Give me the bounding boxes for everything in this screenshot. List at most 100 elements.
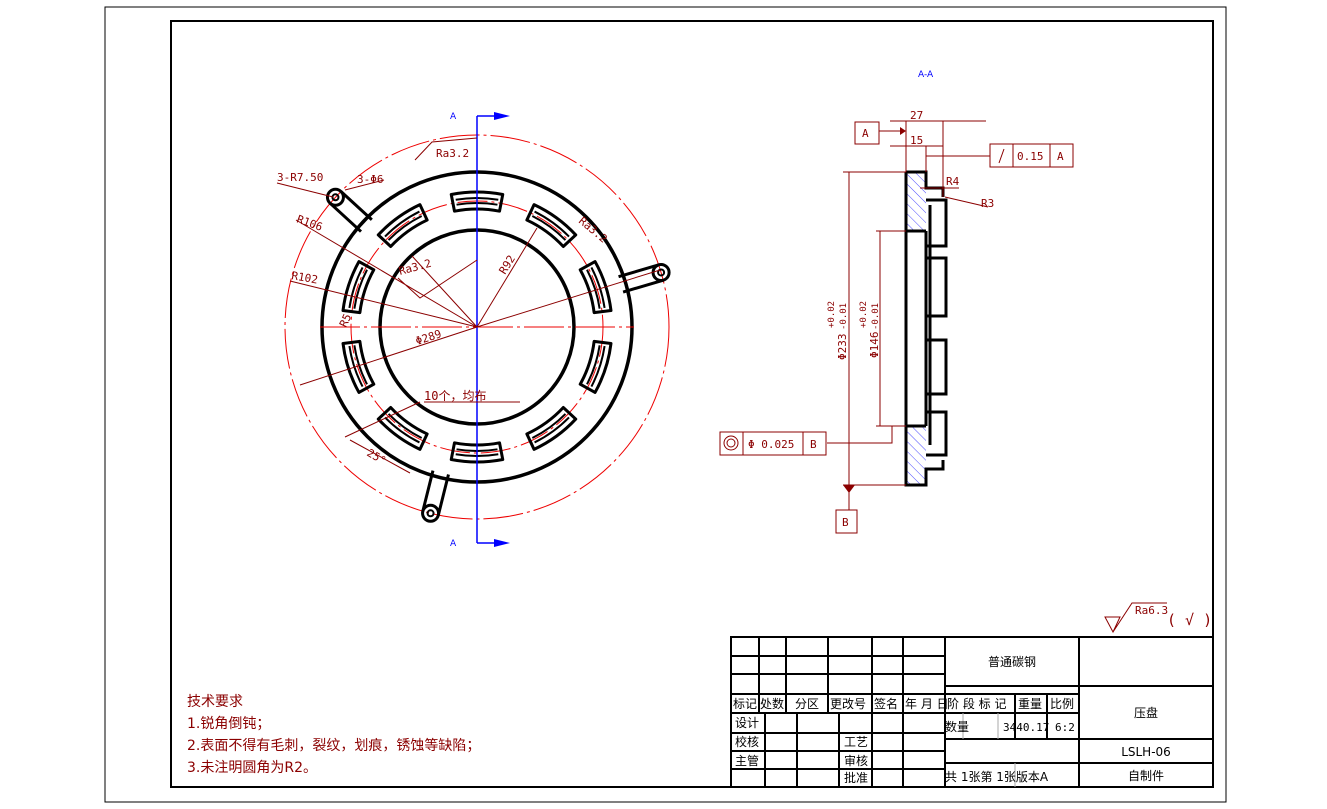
lug [421, 470, 450, 516]
concentricity-icon [723, 435, 739, 451]
runout-frame [989, 143, 1074, 168]
lug-end [421, 503, 441, 523]
dia146-dim: Φ146 [868, 332, 881, 359]
quantity-label: 数量 [945, 719, 969, 734]
datum-b-box [835, 509, 858, 534]
sheet-info: 共 1张第 1张版本A [945, 770, 1049, 784]
lug [329, 190, 373, 233]
weight-value: 3440.17 [1003, 721, 1049, 734]
roughness-slot: Ra3.2 [576, 214, 610, 245]
runout-dividers [998, 144, 1051, 167]
concentricity-icon-inner [726, 438, 736, 448]
runout-datum: A [1057, 150, 1064, 163]
roughness-symbol [1104, 602, 1167, 634]
dia233-dim: Φ233 [836, 334, 849, 361]
dim-r4: R4 [946, 175, 960, 188]
roughness-other: ( √ ) [1167, 611, 1212, 629]
scale-label: 比例 [1050, 697, 1074, 711]
slot [578, 339, 613, 394]
r102-dim: R102 [290, 269, 318, 286]
scale-value: 6:2 [1055, 721, 1075, 734]
hatch-top [906, 172, 926, 231]
process-label: 工艺 [844, 735, 868, 749]
drawing-number: LSLH-06 [1121, 745, 1171, 759]
section-title: A-A [918, 70, 934, 80]
concentricity-frame [719, 431, 827, 456]
slot-inner [348, 266, 368, 309]
datum-b-triangle [843, 485, 855, 493]
runout-tolerance: 0.15 [1017, 150, 1044, 163]
concentricity-datum: B [810, 438, 817, 451]
revision-header: 签名 [874, 696, 898, 711]
dia233-tol-upper: +0.02 [827, 301, 837, 328]
slot [578, 260, 613, 315]
dia146-tol-upper: +0.02 [859, 301, 869, 328]
lug-radius-dim: 3-R7.50 [277, 171, 323, 184]
datum-a-label: A [862, 127, 869, 140]
slot [376, 203, 429, 249]
revision-header: 分区 [795, 697, 819, 711]
slot [341, 260, 376, 315]
section-slots [926, 198, 948, 457]
lug-end [325, 187, 345, 207]
slots [341, 190, 613, 464]
part-name: 压盘 [1134, 705, 1158, 720]
lugs [325, 187, 671, 523]
slot [449, 441, 505, 464]
section-arrow-head-top [494, 112, 510, 120]
review-label: 审核 [844, 753, 868, 768]
stage-mark-label: 阶 段 标 记 [947, 696, 1006, 711]
slot [341, 339, 376, 394]
title-block-grid [731, 637, 1213, 787]
dim-r3: R3 [981, 197, 994, 210]
slot-inner [531, 210, 570, 241]
section-view: A-A 27 15 R4 R3 A 0.15 A Φ233 +0.02 -0.0… [719, 70, 1074, 534]
title-block-light-lines [962, 713, 1016, 787]
datum-b-label: B [842, 516, 849, 529]
slot-inner [586, 266, 606, 309]
source: 自制件 [1128, 769, 1164, 783]
note-1: 1.锐角倒钝； [187, 716, 270, 732]
concentricity-dividers [742, 432, 804, 455]
slot [449, 190, 505, 213]
dia289-dim: Φ289 [414, 327, 443, 348]
check-label: 校核 [735, 734, 759, 749]
note-3: 3.未注明圆角为R2。 [187, 760, 317, 776]
datum-a-box [854, 121, 880, 145]
dia146-tol-lower: -0.01 [871, 303, 881, 330]
hatch-bottom [906, 426, 926, 485]
slot-inner [531, 413, 570, 444]
roughness-outer: Ra3.2 [436, 147, 469, 160]
weight-label: 重量 [1018, 697, 1042, 711]
section-dim-lines [827, 120, 990, 510]
inner-border [170, 20, 1214, 788]
note-2: 2.表面不得有毛刺，裂纹，划痕，锈蚀等缺陷； [187, 737, 480, 754]
material: 普通碳钢 [988, 655, 1036, 669]
dia233-tol-lower: -0.01 [839, 303, 849, 330]
concentricity-tolerance: Φ 0.025 [748, 438, 794, 451]
slot-inner [384, 413, 423, 444]
section-label-bottom: A [450, 539, 457, 549]
roughness-value: Ra6.3 [1135, 604, 1168, 617]
dim-27: 27 [910, 109, 923, 122]
slot-inner [384, 210, 423, 241]
r-small-dim: R5 [337, 312, 354, 330]
lug-hole [426, 509, 435, 518]
slot-inner [586, 345, 606, 388]
slot [525, 203, 578, 249]
dim-15: 15 [910, 134, 923, 147]
roughness-inner: Ra3.2 [397, 257, 432, 278]
outer-frame [104, 6, 1227, 803]
r92-dim: R92 [497, 253, 519, 277]
design-label: 设计 [735, 716, 759, 730]
lug-hole [657, 268, 666, 277]
revision-header: 年 月 日 [905, 697, 949, 711]
slot [376, 405, 429, 451]
approve-label: 批准 [844, 770, 868, 785]
section-arrow-head-bottom [494, 539, 510, 547]
revision-header: 处数 [760, 696, 784, 711]
revision-header: 标记 [733, 697, 757, 711]
notes-title: 技术要求 [187, 694, 243, 710]
revision-header: 更改号 [830, 697, 866, 711]
